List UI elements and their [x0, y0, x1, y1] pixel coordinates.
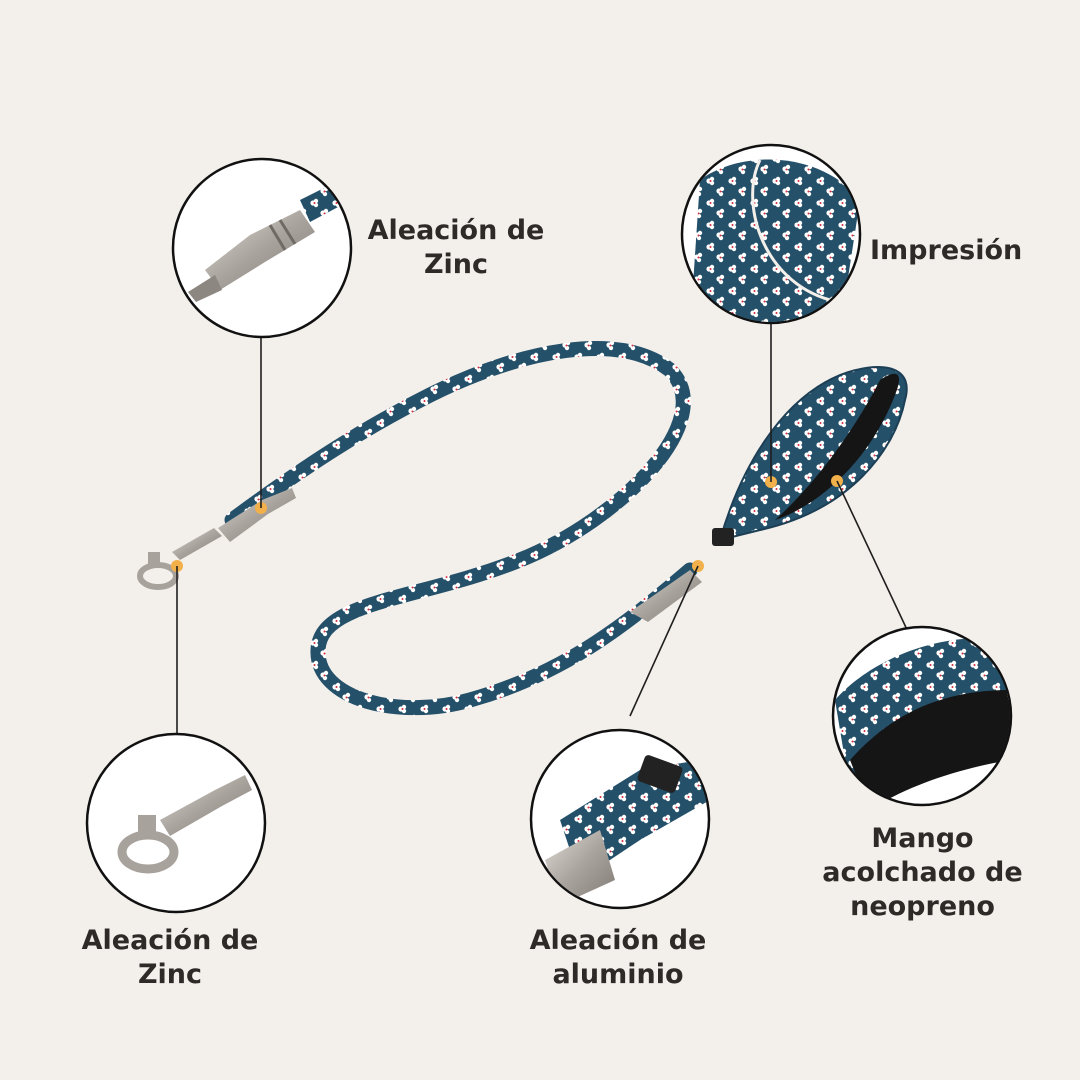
callout-circle-print	[680, 143, 862, 325]
label-line: Zinc	[423, 249, 489, 280]
handle-neoprene	[775, 373, 900, 520]
label-line: Zinc	[137, 959, 203, 990]
callout-label-print: Impresión	[870, 234, 1030, 268]
callout-circle-zinc-hook	[85, 732, 267, 914]
callout-circle-zinc-top	[171, 157, 353, 339]
label-line: Mango	[871, 823, 974, 854]
callout-label-zinc-hook: Aleación de Zinc	[80, 924, 260, 992]
callout-label-aluminium: Aleación de aluminio	[528, 924, 708, 992]
leader-lines	[176, 324, 911, 733]
label-line: neopreno	[850, 891, 995, 922]
label-line: aluminio	[552, 959, 684, 990]
label-line: Aleación de	[529, 925, 707, 956]
leash	[137, 341, 908, 716]
callout-circle-neoprene	[831, 625, 1013, 807]
leash-handle	[718, 366, 908, 542]
label-line: Aleación de	[81, 925, 259, 956]
aluminium-ferrule	[630, 528, 734, 622]
leash-rope	[224, 341, 698, 716]
snap-hook	[137, 528, 222, 590]
callout-label-zinc-top: Aleación de Zinc	[366, 214, 546, 282]
zinc-connector	[218, 488, 296, 542]
callout-circle-aluminium	[529, 728, 711, 910]
callout-label-neoprene: Mango acolchado de neopreno	[815, 822, 1030, 924]
label-line: Aleación de	[367, 215, 545, 246]
label-line: Impresión	[870, 235, 1023, 266]
label-line: acolchado de	[822, 857, 1023, 888]
